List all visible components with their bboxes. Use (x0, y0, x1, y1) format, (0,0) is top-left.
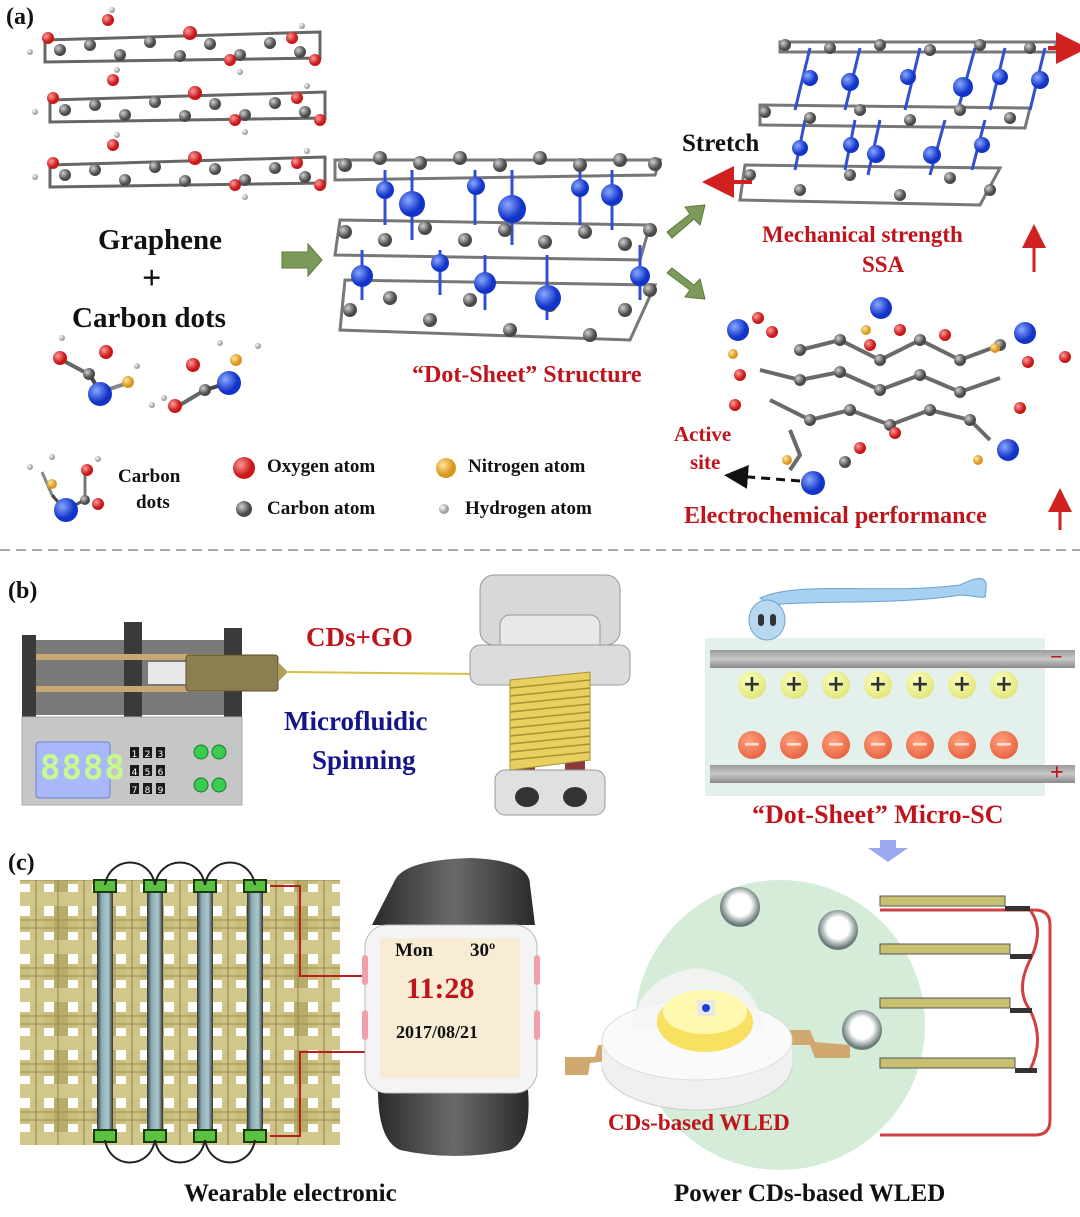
positive-ion-icon: + (948, 671, 976, 699)
watch-day: Mon (395, 940, 433, 961)
dot-sheet-structure-illustration (333, 151, 663, 342)
positive-ion-icon: + (906, 671, 934, 699)
negative-ion-icon: − (948, 731, 976, 759)
fiber-collector-illustration (469, 574, 631, 816)
led-icon (818, 910, 858, 950)
legend-carbon-dots-line1: Carbon (118, 466, 181, 487)
micro-sc-label: “Dot-Sheet” Micro-SC (752, 800, 1004, 829)
ssa-label: SSA (862, 252, 905, 277)
mechanical-strength-label: Mechanical strength (762, 222, 963, 247)
watch-time: 11:28 (406, 972, 475, 1005)
negative-ion-icon: − (822, 731, 850, 759)
active-site-molecule-illustration (724, 297, 1072, 530)
microfluidic-label-line1: Microfluidic (284, 706, 428, 736)
keypad (130, 747, 165, 794)
positive-ion-icon: + (864, 671, 892, 699)
led-chip-icon (702, 1004, 710, 1012)
fiber-connector (243, 879, 267, 893)
key-5: 5 (144, 768, 151, 778)
wled-illustration (565, 880, 1052, 1170)
key-1: 1 (131, 750, 138, 760)
negative-ion-icon: − (990, 731, 1018, 759)
negative-ion-icon: − (738, 731, 766, 759)
graphene-sheets-illustration (27, 7, 328, 202)
led-icon (720, 887, 760, 927)
positive-ion-icon: + (990, 671, 1018, 699)
legend-icons (27, 454, 456, 522)
legend-nitrogen-label: Nitrogen atom (468, 456, 586, 477)
fiber-connector (193, 879, 217, 893)
stretched-structure-illustration (702, 32, 1080, 272)
electrochemical-performance-label: Electrochemical performance (684, 503, 987, 529)
legend-hydrogen-label: Hydrogen atom (465, 498, 592, 519)
negative-ion-icon: − (780, 731, 808, 759)
pump-display-digits: 8888 (40, 748, 126, 788)
syringe-pump-illustration (21, 622, 481, 806)
positive-ion-icon: + (822, 671, 850, 699)
led-icon (842, 1010, 882, 1050)
panel-b-tag: (b) (8, 578, 38, 604)
legend-carbon-dots-line2: dots (136, 492, 170, 513)
panel-a-tag: (a) (6, 4, 34, 30)
negative-electrode (710, 650, 1075, 668)
legend-oxygen-label: Oxygen atom (267, 456, 376, 477)
wearable-electronic-caption: Wearable electronic (184, 1180, 397, 1207)
positive-ion-icon: + (780, 671, 808, 699)
key-7: 7 (131, 786, 138, 796)
graphene-label: Graphene (98, 224, 223, 256)
watch-temperature: 30º (470, 940, 496, 961)
fiber-electrode (97, 888, 113, 1136)
negative-ion-icon: − (906, 731, 934, 759)
process-arrows (281, 204, 706, 300)
negative-ion-icon: − (864, 731, 892, 759)
cds-go-label: CDs+GO (306, 622, 413, 652)
fiber-tube-icon (758, 577, 987, 606)
carbon-dots-molecules (53, 335, 261, 413)
panel-c-tag: (c) (8, 850, 35, 876)
hydrogen-atom-icon (439, 504, 449, 514)
carbon-dots-label: Carbon dots (72, 302, 226, 334)
key-3: 3 (157, 750, 164, 760)
down-arrow-icon (868, 840, 908, 862)
microfluidic-label-line2: Spinning (312, 745, 416, 775)
positive-electrode (710, 765, 1075, 783)
negative-electrode-sign: − (1050, 644, 1063, 669)
plus-sign: + (142, 260, 162, 297)
fiber-electrode (197, 888, 213, 1136)
stretch-label: Stretch (682, 130, 760, 157)
watch-date: 2017/08/21 (396, 1022, 479, 1042)
positive-electrode-sign: + (1050, 760, 1064, 786)
key-4: 4 (131, 768, 138, 778)
positive-ion-icon: + (738, 671, 766, 699)
nitrogen-atom-icon (436, 458, 456, 478)
fiber-electrode (247, 888, 263, 1136)
active-site-arrow-icon (724, 464, 801, 489)
key-8: 8 (144, 786, 151, 796)
power-wled-caption: Power CDs-based WLED (674, 1180, 946, 1207)
key-6: 6 (157, 768, 164, 778)
key-9: 9 (157, 786, 164, 796)
fiber-connector (93, 879, 117, 893)
key-2: 2 (144, 750, 151, 760)
smartwatch-illustration (362, 858, 540, 1156)
legend-carbon-label: Carbon atom (267, 498, 376, 519)
active-site-label-line1: Active (674, 422, 732, 446)
textile-supercapacitor-illustration (20, 861, 370, 1164)
carbon-atom-icon (236, 501, 252, 517)
micro-supercapacitor-illustration (705, 577, 1075, 796)
active-site-label-line2: site (690, 450, 721, 474)
oxygen-atom-icon (233, 457, 255, 479)
fiber-connector (143, 879, 167, 893)
cds-wled-label: CDs-based WLED (608, 1110, 790, 1135)
dot-sheet-structure-label: “Dot-Sheet” Structure (412, 362, 642, 388)
fiber-electrode (147, 888, 163, 1136)
